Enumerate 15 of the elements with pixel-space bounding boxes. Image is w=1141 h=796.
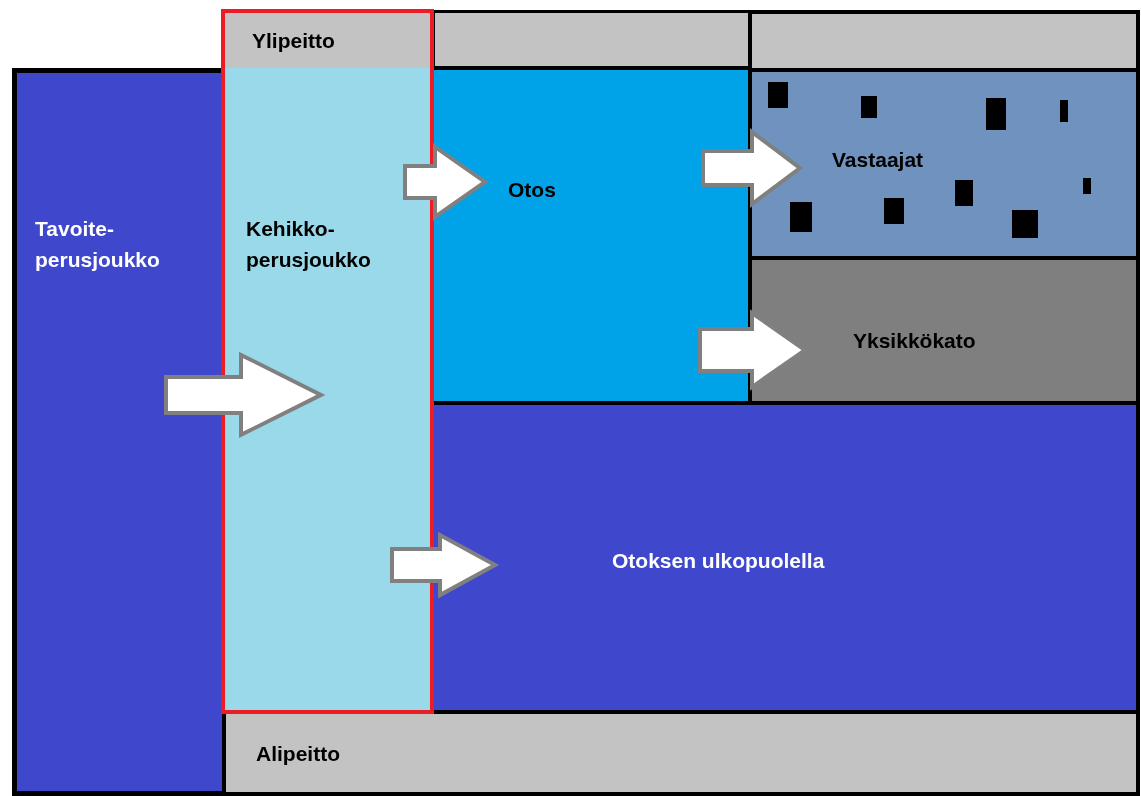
band-box [225, 13, 430, 68]
block-arrow [390, 531, 500, 599]
node-label: Alipeitto [256, 741, 341, 767]
node-label: Otoksen ulkopuolella [612, 548, 826, 574]
population-box [12, 68, 224, 796]
block-arrow [403, 143, 489, 221]
block-arrow [701, 128, 804, 209]
node-label: Ylipeitto [252, 28, 336, 54]
node-label: Yksikkökato [853, 328, 977, 354]
node-label: Tavoite- perusjoukko [35, 216, 161, 273]
node-label: Kehikko- perusjoukko [246, 216, 372, 273]
frame-box [221, 9, 434, 714]
node-label: Vastaajat [832, 147, 925, 173]
block-arrow [164, 351, 326, 439]
node-label: Otos [508, 177, 557, 203]
